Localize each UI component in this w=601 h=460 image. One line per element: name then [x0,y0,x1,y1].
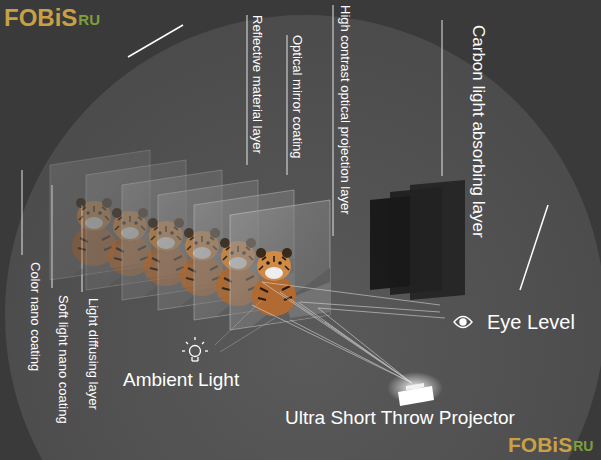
watermark: RU [573,438,593,455]
deco-line [128,25,183,57]
bulb-icon [182,337,208,361]
layer-label: Light diffusing layer [85,298,101,410]
deco-line [520,205,548,290]
layer-label: Soft light nano coating [55,295,71,424]
light-rays [252,282,445,383]
eye-icon [454,317,472,328]
watermark: RU [78,11,100,29]
layer-label: High contrast optical projection layer [337,5,353,215]
ambient-rays [215,300,275,352]
callout-label: Eye Level [487,310,575,334]
layer-label: Reflective material layer [249,15,265,154]
layer-label: Optical mirror coating [289,35,305,159]
carbon-panels [370,180,465,300]
layer-label: Color nano coating [27,262,43,371]
watermark: FOBiS [508,432,572,457]
callout-label: Ambient Light [123,369,239,392]
projector-icon [387,372,443,406]
layer-label: Carbon light absorbing layer [468,25,488,238]
dome [5,15,601,460]
watermark: FOBiS [4,4,77,33]
callout-label: Ultra Short Throw Projector [285,407,515,430]
